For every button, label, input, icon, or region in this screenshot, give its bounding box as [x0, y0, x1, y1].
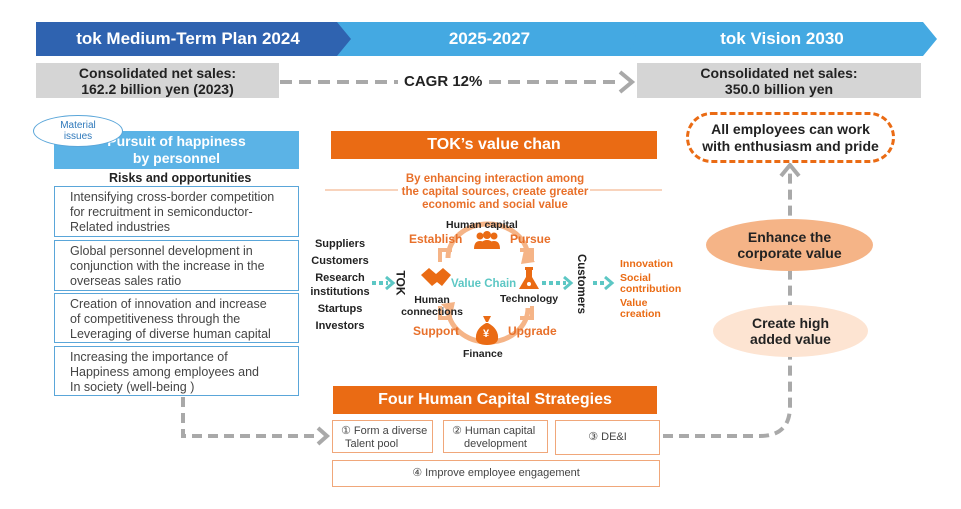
title-line2: by personnel: [132, 150, 221, 166]
risks-heading: Risks and opportunities: [109, 171, 252, 185]
enhance-value: Enhance the corporate value: [706, 219, 873, 271]
tag-line1: Material: [60, 120, 96, 131]
risk-2-l3: overseas sales ratio: [70, 274, 182, 288]
stakeholder-institutions: institutions: [310, 286, 370, 298]
risk-1-l1: Intensifying cross-border competition: [70, 190, 275, 204]
people-icon: [474, 231, 500, 249]
money-bag-icon: [475, 316, 499, 345]
risk-4-l1: Increasing the importance of: [70, 350, 228, 364]
outcome-creation: creation: [620, 308, 661, 320]
goal-l2: with enthusiasm and pride: [702, 137, 879, 154]
title-line1: Pursuit of happiness: [107, 133, 246, 149]
outcome-value: Value: [620, 297, 648, 309]
technology-label: Technology: [500, 293, 559, 305]
upgrade-label: Upgrade: [508, 324, 557, 338]
outcome-list: Innovation Social contribution Value cre…: [620, 259, 681, 320]
strategy-1: ① Form a diverse Talent pool: [332, 420, 433, 453]
sales-current-value: 162.2 billion yen (2023): [81, 80, 234, 97]
stakeholder-startups: Startups: [317, 303, 363, 315]
material-issues-tag: Material issues: [33, 115, 123, 147]
stakeholder-investors: Investors: [315, 320, 365, 332]
tok-label: TOK: [393, 270, 408, 296]
create-value: Create high added value: [713, 305, 868, 357]
pursue-label: Pursue: [510, 232, 551, 246]
goal-l1: All employees can work: [711, 120, 870, 137]
yen-symbol: ¥: [483, 328, 490, 340]
chevron-plan: [36, 22, 354, 56]
value-chain-center: Value Chain: [451, 278, 517, 290]
strategies-to-vision-arrow: [663, 172, 792, 438]
strategy-3: ③ DE&I: [555, 420, 660, 455]
human-connections-label: Human connections: [400, 294, 464, 318]
human-connections-l2: connections: [401, 306, 463, 318]
sales-target-label: Consolidated net sales:: [700, 64, 858, 81]
risk-3-l3: Leveraging of diverse human capital: [70, 327, 271, 341]
header-plan: tok Medium-Term Plan 2024: [76, 29, 300, 48]
human-capital-label: Human capital: [446, 219, 518, 231]
header-chevrons: [36, 22, 937, 56]
issues-to-strategies-arrow: [181, 397, 320, 438]
risk-4-l2: Happiness among employees and: [70, 365, 260, 379]
subtitle-l3: economic and social value: [422, 199, 568, 211]
human-connections-l1: Human: [414, 294, 450, 306]
outcome-innovation: Innovation: [620, 258, 674, 270]
tag-line2: issues: [63, 131, 93, 142]
risk-1-l2: for recruitment in semiconductor-: [70, 205, 253, 219]
risk-item-3: Creation of innovation and increase of c…: [54, 293, 299, 343]
chevron-vision: [624, 22, 937, 56]
subtitle-l2: the capital sources, create greater: [401, 186, 589, 198]
header-period: 2025-2027: [448, 29, 531, 48]
cagr-label: CAGR 12%: [398, 73, 489, 90]
subtitle-l1: By enhancing interaction among: [405, 173, 585, 185]
outcome-contribution: contribution: [620, 283, 682, 295]
value-chain-title: TOK’s value chan: [331, 131, 657, 159]
strategy-2-l2: development: [464, 438, 527, 450]
sales-current-box: Consolidated net sales: 162.2 billion ye…: [36, 63, 279, 98]
stakeholder-research: Research: [315, 272, 365, 284]
chevron-period: [337, 22, 640, 56]
strategy-2-l1: ② Human capital: [452, 425, 536, 437]
risk-1-l3: Related industries: [70, 220, 171, 234]
risk-2-l1: Global personnel development in: [70, 244, 253, 258]
sales-target-box: Consolidated net sales: 350.0 billion ye…: [637, 63, 921, 98]
value-chain-subtitle: By enhancing interaction among the capit…: [395, 173, 595, 212]
create-l2: added value: [750, 331, 831, 347]
strategy-4: ④ Improve employee engagement: [332, 460, 660, 487]
handshake-icon: [421, 268, 451, 286]
strategies-title: Four Human Capital Strategies: [333, 386, 657, 414]
risk-4-l3: In society (well-being ): [70, 380, 195, 394]
finance-label: Finance: [463, 348, 503, 360]
customers-label: Customers: [575, 253, 588, 315]
enhance-l2: corporate value: [737, 245, 842, 261]
strategy-1-l2: Talent pool: [345, 438, 399, 450]
stakeholder-list: Suppliers Customers Research institution…: [310, 237, 370, 333]
stakeholder-customers: Customers: [311, 255, 369, 267]
outcome-social: Social: [620, 272, 651, 284]
header-vision: tok Vision 2030: [720, 29, 844, 48]
enhance-l1: Enhance the: [747, 229, 832, 245]
risk-item-1: Intensifying cross-border competition fo…: [54, 186, 299, 237]
support-label: Support: [413, 324, 459, 338]
sales-current-label: Consolidated net sales:: [78, 64, 237, 81]
flask-icon: [519, 267, 539, 289]
establish-label: Establish: [409, 232, 463, 246]
stakeholder-suppliers: Suppliers: [314, 238, 366, 250]
strategy-1-l1: ① Form a diverse: [341, 425, 428, 437]
create-l1: Create high: [751, 315, 829, 331]
risk-item-4: Increasing the importance of Happiness a…: [54, 346, 299, 396]
sales-target-value: 350.0 billion yen: [724, 80, 834, 97]
vision-goal: All employees can work with enthusiasm a…: [686, 112, 895, 163]
strategy-2: ② Human capital development: [443, 420, 548, 453]
risk-item-2: Global personnel development in conjunct…: [54, 240, 299, 291]
risk-2-l2: conjunction with the increase in the: [70, 259, 265, 273]
risk-3-l2: of competitiveness through the: [70, 312, 241, 326]
risk-3-l1: Creation of innovation and increase: [70, 297, 267, 311]
